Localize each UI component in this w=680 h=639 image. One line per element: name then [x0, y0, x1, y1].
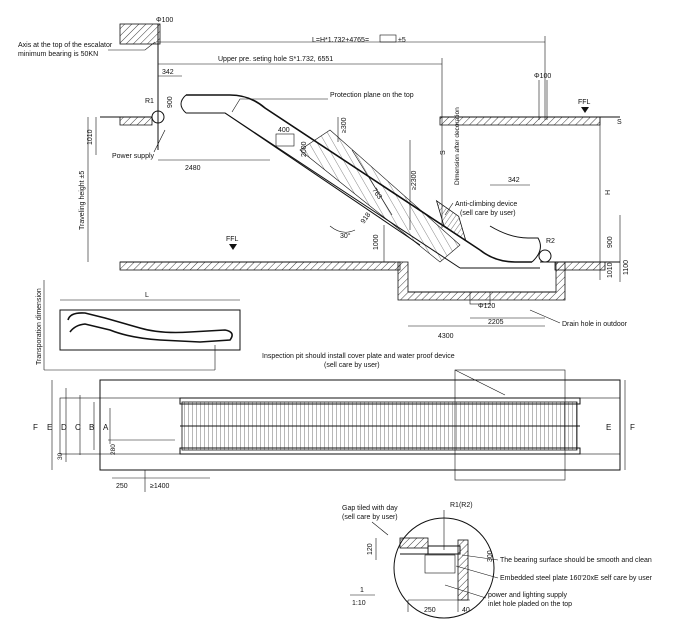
- transport-view: Transporation dimension L: [36, 280, 241, 371]
- anti-climbing-line2: (sell care by user): [460, 210, 516, 217]
- dimension-after-decoration: Dimension after decoration: [454, 107, 461, 185]
- inspection-line2: (sell care by user): [324, 362, 380, 369]
- protection-plane: Protection plane on the top: [330, 92, 414, 99]
- pit-drain: [469, 291, 491, 305]
- inspection-line1: Inspection pit should install cover plat…: [262, 353, 455, 360]
- plan-label-f: F: [33, 423, 38, 432]
- dim-342-top: 342: [162, 69, 174, 76]
- axis-note-line2: minimum bearing is 50KN: [18, 51, 98, 58]
- gap-line1: Gap tiled with day: [342, 505, 398, 512]
- plan-dim-250: 250: [116, 483, 128, 490]
- gap-line2: (sell care by user): [342, 514, 398, 521]
- detail-dim-40: 40: [462, 607, 470, 614]
- detail-dim-300: 300: [487, 550, 494, 562]
- drain-hole: Drain hole in outdoor: [562, 321, 628, 328]
- plan-label-a: A: [103, 423, 109, 432]
- detail-circle: [393, 517, 495, 619]
- traveling-height: Traveling height ±5: [79, 171, 86, 230]
- lower-floor-left: [119, 261, 401, 271]
- plan-dim-ge1400: ≥1400: [150, 483, 170, 490]
- angle-label: 30°: [340, 232, 351, 240]
- elevation-view: Φ100 Axis at the top of the escalator mi…: [18, 17, 630, 340]
- dim-120: Φ120: [478, 303, 495, 310]
- dim-2205: 2205: [488, 319, 504, 326]
- dim-1000: 1000: [373, 234, 380, 250]
- scale-top: 1: [360, 587, 364, 594]
- detail-dim-250: 250: [424, 607, 436, 614]
- embedded-note: Embedded steel plate 160'20xE self care …: [500, 575, 653, 582]
- r1r2-label: R1(R2): [450, 502, 473, 509]
- transport-dim-l: L: [145, 292, 149, 299]
- plan-left-dims: F E D C B A: [33, 380, 111, 470]
- step-band: [435, 199, 467, 242]
- dim-900-bottom: 900: [607, 236, 614, 248]
- plan-dim-30: 30: [57, 452, 64, 460]
- dim-1100: 1100: [623, 260, 630, 275]
- detail-dim-120: 120: [367, 543, 374, 555]
- top-right-dim: Φ100: [534, 73, 551, 80]
- upper-handrail: [186, 94, 481, 251]
- upper-floor-left: [119, 116, 153, 126]
- plan-dim-280: 280: [110, 444, 117, 455]
- detail-power-line1: power and lighting supply: [488, 592, 567, 599]
- transport-truss: [59, 309, 241, 351]
- dim-342-bottom: 342: [508, 177, 520, 184]
- l-tolerance: ±5: [398, 37, 406, 44]
- r1-label: R1: [145, 98, 154, 105]
- dim-918: 918: [360, 211, 372, 225]
- top-left-dim: Φ100: [156, 17, 173, 24]
- detail-power-line2: inlet hole pladed on the top: [488, 601, 572, 608]
- detail-view: Gap tiled with day (sell care by user) R…: [342, 502, 653, 619]
- dim-ge300: ≥300: [341, 117, 348, 133]
- anti-climbing-line1: Anti-climbing device: [455, 201, 517, 208]
- r2-label: R2: [546, 238, 555, 245]
- scale-bottom: 1:10: [352, 600, 366, 607]
- l-formula: L=H*1.732+4765=: [312, 37, 369, 44]
- plan-label-f-right: F: [630, 423, 635, 432]
- dim-400: 400: [278, 127, 290, 134]
- l-value-box: [379, 34, 397, 43]
- lower-floor-right: [554, 261, 606, 271]
- plan-label-c: C: [75, 423, 81, 432]
- upper-pre-setting: Upper pre. seting hole S*1.732, 6551: [218, 56, 333, 63]
- dim-1010-left: 1010: [87, 129, 94, 145]
- power-supply: Power supply: [112, 153, 155, 160]
- detail-floor-left: [399, 537, 429, 549]
- dim-ge2300: ≥2300: [411, 170, 418, 190]
- truss-section: [299, 129, 461, 263]
- plan-label-b: B: [89, 423, 94, 432]
- top-axis-hatch: [119, 23, 161, 45]
- detail-bracket: [424, 554, 456, 574]
- dim-2480: 2480: [185, 165, 201, 172]
- lower-handrail: [479, 249, 532, 263]
- plan-label-e-right: E: [606, 423, 611, 432]
- plan-label-e: E: [47, 423, 52, 432]
- upper-floor-right: [439, 116, 601, 126]
- dim-1010-right: 1010: [607, 262, 614, 278]
- axis-note-line1: Axis at the top of the escalator: [18, 42, 113, 49]
- dim-s: S: [440, 150, 447, 155]
- transport-handrail: [67, 312, 233, 343]
- r2-marker: [538, 249, 552, 263]
- s-right: S: [617, 119, 622, 126]
- dim-h: H: [605, 190, 612, 195]
- plan-view: Inspection pit should install cover plat…: [33, 353, 635, 492]
- dim-4300: 4300: [438, 333, 454, 340]
- dim-900-top: 900: [167, 96, 174, 108]
- plan-label-d: D: [61, 423, 67, 432]
- bearing-note: The bearing surface should be smooth and…: [500, 557, 652, 564]
- ffl-top: FFL: [578, 99, 591, 106]
- ffl-bottom: FFL: [226, 236, 239, 243]
- transport-label: Transporation dimension: [36, 288, 43, 365]
